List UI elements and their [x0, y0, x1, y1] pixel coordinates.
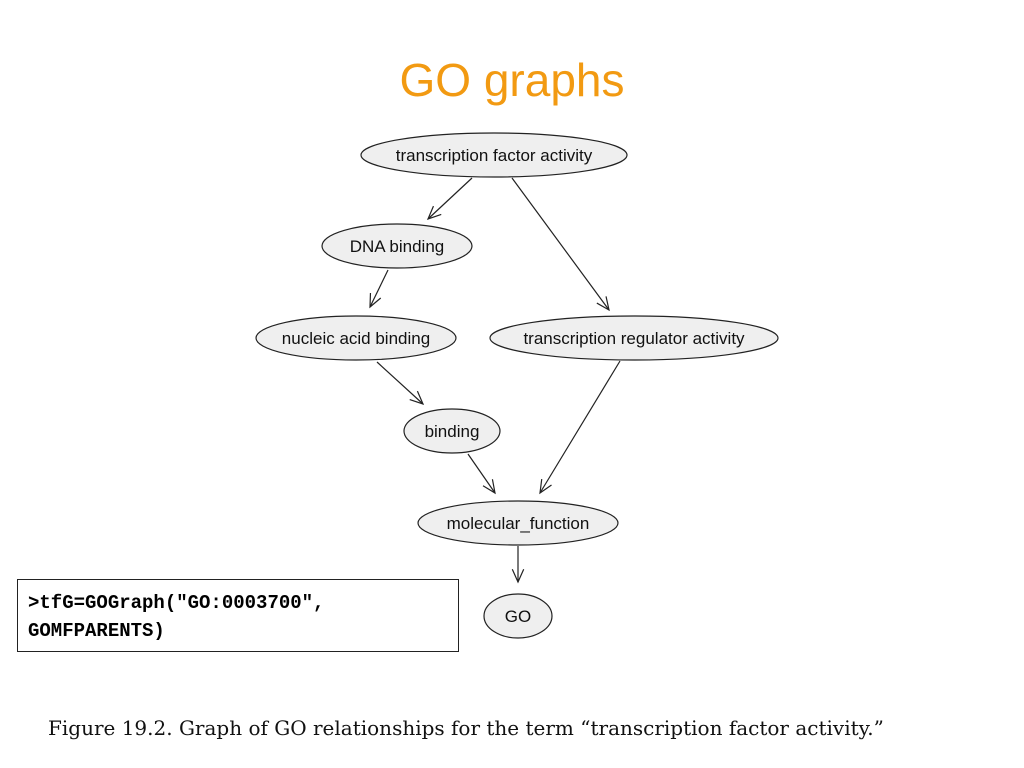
node-ellipse — [255, 315, 457, 361]
code-line-2: GOMFPARENTS) — [28, 620, 165, 642]
arrowhead — [409, 390, 425, 405]
code-box: >tfG=GOGraph("GO:0003700", GOMFPARENTS) — [17, 579, 459, 652]
edge-dna-nab — [369, 269, 389, 309]
node-label: molecular_function — [447, 514, 590, 533]
node-nab: nucleic acid binding — [255, 315, 457, 361]
arrowhead — [482, 479, 496, 495]
node-ellipse — [483, 593, 553, 639]
edge-nab-bind — [376, 361, 425, 405]
arrowhead — [369, 292, 382, 309]
edge-tra-mf — [539, 360, 621, 495]
arrowhead — [596, 296, 610, 312]
node-bind: binding — [403, 408, 501, 454]
arrowhead — [426, 205, 442, 221]
edge-tfa-dna — [426, 177, 473, 221]
node-label: transcription factor activity — [396, 146, 593, 165]
edge-tfa-tra — [511, 177, 610, 312]
slide-title: GO graphs — [399, 54, 625, 106]
edges-layer — [369, 177, 621, 584]
node-label: DNA binding — [350, 237, 445, 256]
figure-caption: Figure 19.2. Graph of GO relationships f… — [48, 716, 884, 740]
node-ellipse — [360, 132, 628, 178]
arrowhead — [511, 568, 525, 584]
node-label: nucleic acid binding — [282, 329, 430, 348]
edge-bind-mf — [467, 453, 496, 495]
edge-mf-go — [511, 546, 525, 584]
node-dna: DNA binding — [321, 223, 473, 269]
node-ellipse — [489, 315, 779, 361]
node-label: binding — [425, 422, 480, 441]
arrowhead — [539, 479, 552, 495]
node-tfa: transcription factor activity — [360, 132, 628, 178]
node-label: GO — [505, 607, 531, 626]
node-ellipse — [321, 223, 473, 269]
node-go: GO — [483, 593, 553, 639]
node-mf: molecular_function — [417, 500, 619, 546]
code-line-1: >tfG=GOGraph("GO:0003700", — [28, 592, 325, 614]
node-ellipse — [403, 408, 501, 454]
node-label: transcription regulator activity — [523, 329, 745, 348]
node-ellipse — [417, 500, 619, 546]
node-tra: transcription regulator activity — [489, 315, 779, 361]
